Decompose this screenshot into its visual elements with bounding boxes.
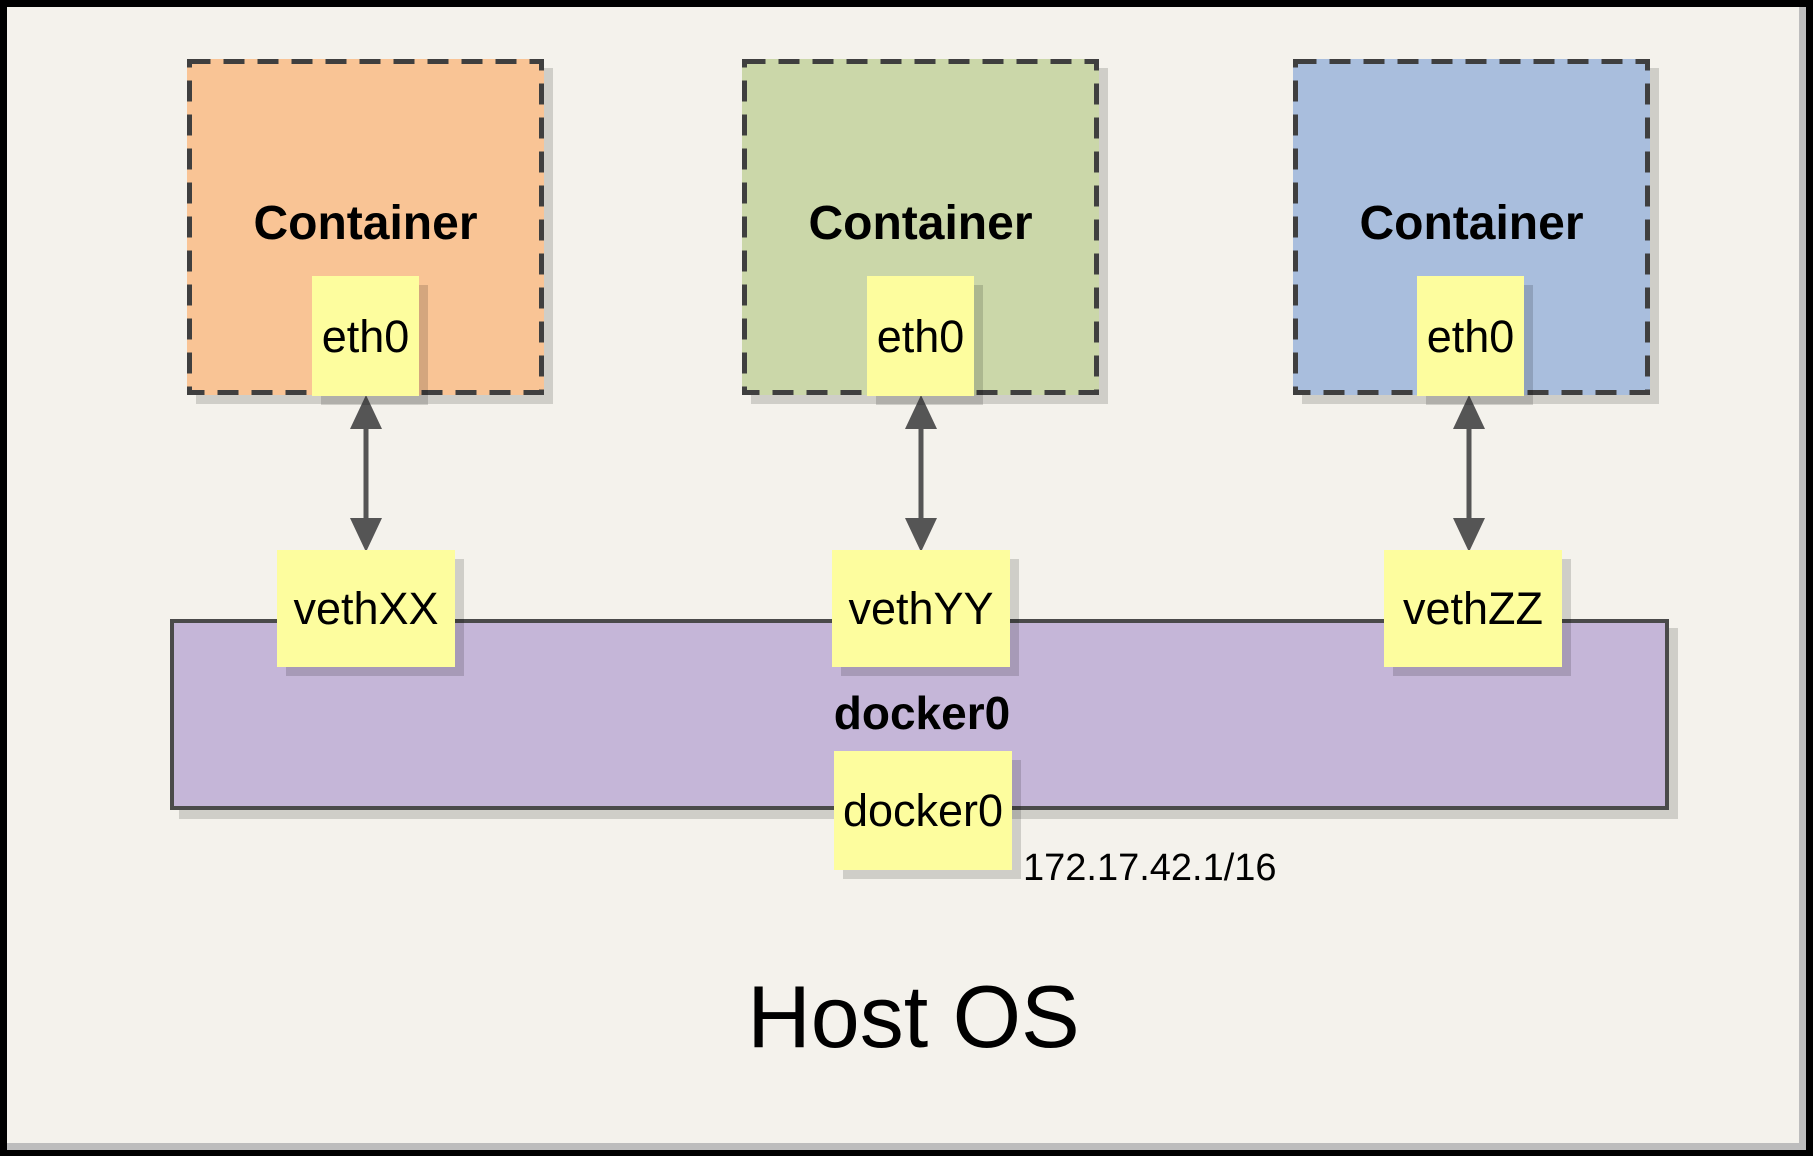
container-title: Container <box>253 197 478 250</box>
container-title: Container <box>1359 197 1584 250</box>
host-os-label: Host OS <box>747 967 1080 1066</box>
bidirectional-arrow-3 <box>1453 395 1485 552</box>
bidirectional-arrow-1 <box>350 395 382 552</box>
veth-node-3: vethZZ <box>1384 550 1562 667</box>
eth0-node-2: eth0 <box>867 276 974 396</box>
docker0-node: docker0 <box>834 751 1012 870</box>
veth-node-1: vethXX <box>277 550 455 667</box>
eth0-node-1: eth0 <box>312 276 419 396</box>
bridge-ip-address: 172.17.42.1/16 <box>1023 847 1277 889</box>
diagram-canvas: Container Container Container eth0 eth0 … <box>7 7 1806 1150</box>
bidirectional-arrow-2 <box>905 395 937 552</box>
veth-node-2: vethYY <box>832 550 1010 667</box>
eth0-node-3: eth0 <box>1417 276 1524 396</box>
container-title: Container <box>808 197 1033 250</box>
docker0-bridge-label: docker0 <box>833 687 1011 739</box>
